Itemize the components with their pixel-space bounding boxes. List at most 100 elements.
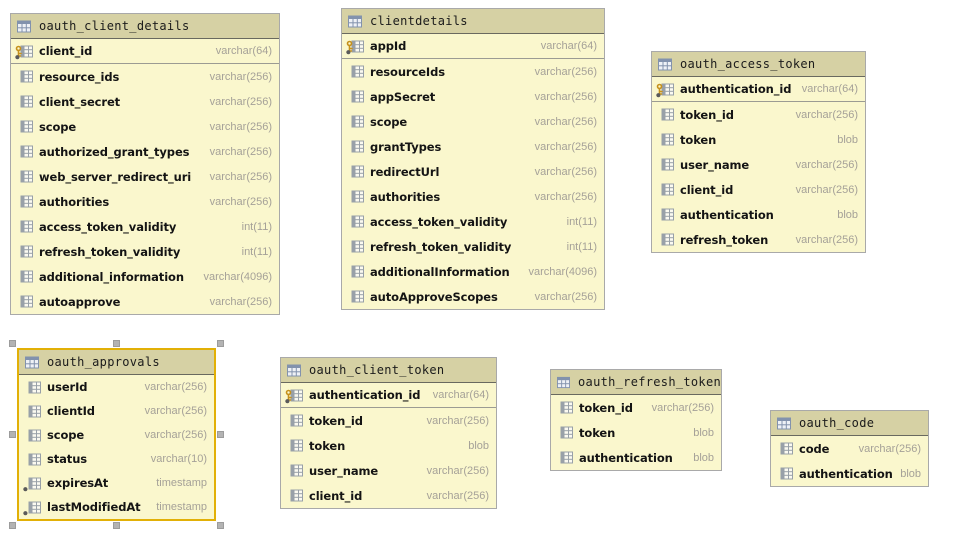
column-row-user_name[interactable]: user_name varchar(256) (281, 458, 496, 483)
column-type: varchar(256) (534, 165, 597, 178)
column-name: client_id (680, 182, 734, 197)
selection-handle-nw[interactable] (9, 340, 16, 347)
column-row-authorities[interactable]: authorities varchar(256) (11, 189, 279, 214)
table-oauth_access_token[interactable]: oauth_access_token authentication_id var… (651, 51, 866, 253)
column-row-autoapprove[interactable]: autoapprove varchar(256) (11, 289, 279, 314)
table-header[interactable]: oauth_refresh_token (551, 370, 721, 395)
column-type: varchar(256) (795, 108, 858, 121)
column-row-additional_information[interactable]: additional_information varchar(4096) (11, 264, 279, 289)
column-row-userId[interactable]: userId varchar(256) (19, 375, 214, 399)
column-row-scope[interactable]: scope varchar(256) (19, 423, 214, 447)
column-icon (351, 290, 364, 303)
column-icon (20, 145, 33, 158)
column-row-authentication_id[interactable]: authentication_id varchar(64) (652, 77, 865, 102)
table-oauth_client_details[interactable]: oauth_client_details client_id varchar(6… (10, 13, 280, 315)
column-row-refresh_token_validity[interactable]: refresh_token_validity int(11) (342, 234, 604, 259)
column-name: scope (39, 119, 77, 134)
column-row-access_token_validity[interactable]: access_token_validity int(11) (342, 209, 604, 234)
column-type: varchar(4096) (528, 265, 597, 278)
selection-handle-ne[interactable] (217, 340, 224, 347)
table-header[interactable]: oauth_code (771, 411, 928, 436)
column-type: varchar(256) (534, 290, 597, 303)
table-clientdetails[interactable]: clientdetails appId varchar(64) (341, 8, 605, 310)
column-row-authentication[interactable]: authentication blob (771, 461, 928, 486)
column-type: varchar(256) (795, 158, 858, 171)
column-row-client_id[interactable]: client_id varchar(256) (281, 483, 496, 508)
column-name: refresh_token_validity (39, 244, 181, 259)
column-row-token[interactable]: token blob (652, 127, 865, 152)
column-name: refresh_token_validity (370, 239, 512, 254)
table-title: oauth_client_details (39, 19, 190, 33)
table-header[interactable]: oauth_client_token (281, 358, 496, 383)
table-title: clientdetails (370, 14, 468, 28)
column-type: varchar(256) (426, 414, 489, 427)
column-row-user_name[interactable]: user_name varchar(256) (652, 152, 865, 177)
table-oauth_client_token[interactable]: oauth_client_token authentication_id var… (280, 357, 497, 509)
column-row-refresh_token[interactable]: refresh_token varchar(256) (652, 227, 865, 252)
column-row-access_token_validity[interactable]: access_token_validity int(11) (11, 214, 279, 239)
table-columns: code varchar(256) authentication blob (771, 436, 928, 486)
column-row-resourceIds[interactable]: resourceIds varchar(256) (342, 59, 604, 84)
column-row-expiresAt[interactable]: expiresAt timestamp (19, 471, 214, 495)
column-type: varchar(256) (144, 405, 207, 417)
table-header[interactable]: oauth_client_details (11, 14, 279, 39)
column-type: varchar(256) (534, 65, 597, 78)
column-icon (351, 240, 364, 253)
column-icon (780, 467, 793, 480)
column-row-refresh_token_validity[interactable]: refresh_token_validity int(11) (11, 239, 279, 264)
selection-handle-se[interactable] (217, 522, 224, 529)
table-oauth_approvals[interactable]: oauth_approvals userId varchar(256) (18, 349, 215, 520)
column-type: blob (468, 439, 489, 452)
column-row-authorities[interactable]: authorities varchar(256) (342, 184, 604, 209)
selection-handle-sw[interactable] (9, 522, 16, 529)
column-row-additionalInformation[interactable]: additionalInformation varchar(4096) (342, 259, 604, 284)
table-oauth_code[interactable]: oauth_code code varchar(256) (770, 410, 929, 487)
column-type: varchar(10) (150, 453, 207, 465)
column-row-authorized_grant_types[interactable]: authorized_grant_types varchar(256) (11, 139, 279, 164)
column-row-scope[interactable]: scope varchar(256) (11, 114, 279, 139)
selection-handle-e[interactable] (217, 431, 224, 438)
table-header[interactable]: clientdetails (342, 9, 604, 34)
column-row-client_id[interactable]: client_id varchar(256) (652, 177, 865, 202)
column-row-autoApproveScopes[interactable]: autoApproveScopes varchar(256) (342, 284, 604, 309)
column-row-client_secret[interactable]: client_secret varchar(256) (11, 89, 279, 114)
selection-handle-s[interactable] (113, 522, 120, 529)
column-row-grantTypes[interactable]: grantTypes varchar(256) (342, 134, 604, 159)
column-row-redirectUrl[interactable]: redirectUrl varchar(256) (342, 159, 604, 184)
table-icon (25, 356, 39, 368)
column-name: web_server_redirect_uri (39, 169, 192, 184)
column-icon (661, 233, 674, 246)
column-row-appId[interactable]: appId varchar(64) (342, 34, 604, 59)
column-row-appSecret[interactable]: appSecret varchar(256) (342, 84, 604, 109)
column-row-web_server_redirect_uri[interactable]: web_server_redirect_uri varchar(256) (11, 164, 279, 189)
column-name: additionalInformation (370, 264, 510, 279)
column-row-client_id[interactable]: client_id varchar(64) (11, 39, 279, 64)
column-row-scope[interactable]: scope varchar(256) (342, 109, 604, 134)
column-row-token[interactable]: token blob (281, 433, 496, 458)
column-name: authorized_grant_types (39, 144, 190, 159)
column-row-token_id[interactable]: token_id varchar(256) (551, 395, 721, 420)
column-icon (346, 40, 364, 54)
column-row-token_id[interactable]: token_id varchar(256) (652, 102, 865, 127)
column-row-authentication_id[interactable]: authentication_id varchar(64) (281, 383, 496, 408)
column-row-token_id[interactable]: token_id varchar(256) (281, 408, 496, 433)
column-row-resource_ids[interactable]: resource_ids varchar(256) (11, 64, 279, 89)
column-row-code[interactable]: code varchar(256) (771, 436, 928, 461)
selection-handle-w[interactable] (9, 431, 16, 438)
column-row-status[interactable]: status varchar(10) (19, 447, 214, 471)
column-row-authentication[interactable]: authentication blob (551, 445, 721, 470)
selection-handle-n[interactable] (113, 340, 120, 347)
table-header[interactable]: oauth_approvals (19, 350, 214, 375)
column-row-lastModifiedAt[interactable]: lastModifiedAt timestamp (19, 495, 214, 519)
column-name: appId (370, 39, 407, 53)
column-row-clientId[interactable]: clientId varchar(256) (19, 399, 214, 423)
column-row-authentication[interactable]: authentication blob (652, 202, 865, 227)
table-columns: authentication_id varchar(64) token_id v… (281, 383, 496, 508)
column-icon (20, 95, 33, 108)
column-type: varchar(4096) (203, 270, 272, 283)
column-type: int(11) (241, 245, 272, 258)
table-oauth_refresh_token[interactable]: oauth_refresh_token token_id varchar(256… (550, 369, 722, 471)
table-header[interactable]: oauth_access_token (652, 52, 865, 77)
column-row-token[interactable]: token blob (551, 420, 721, 445)
